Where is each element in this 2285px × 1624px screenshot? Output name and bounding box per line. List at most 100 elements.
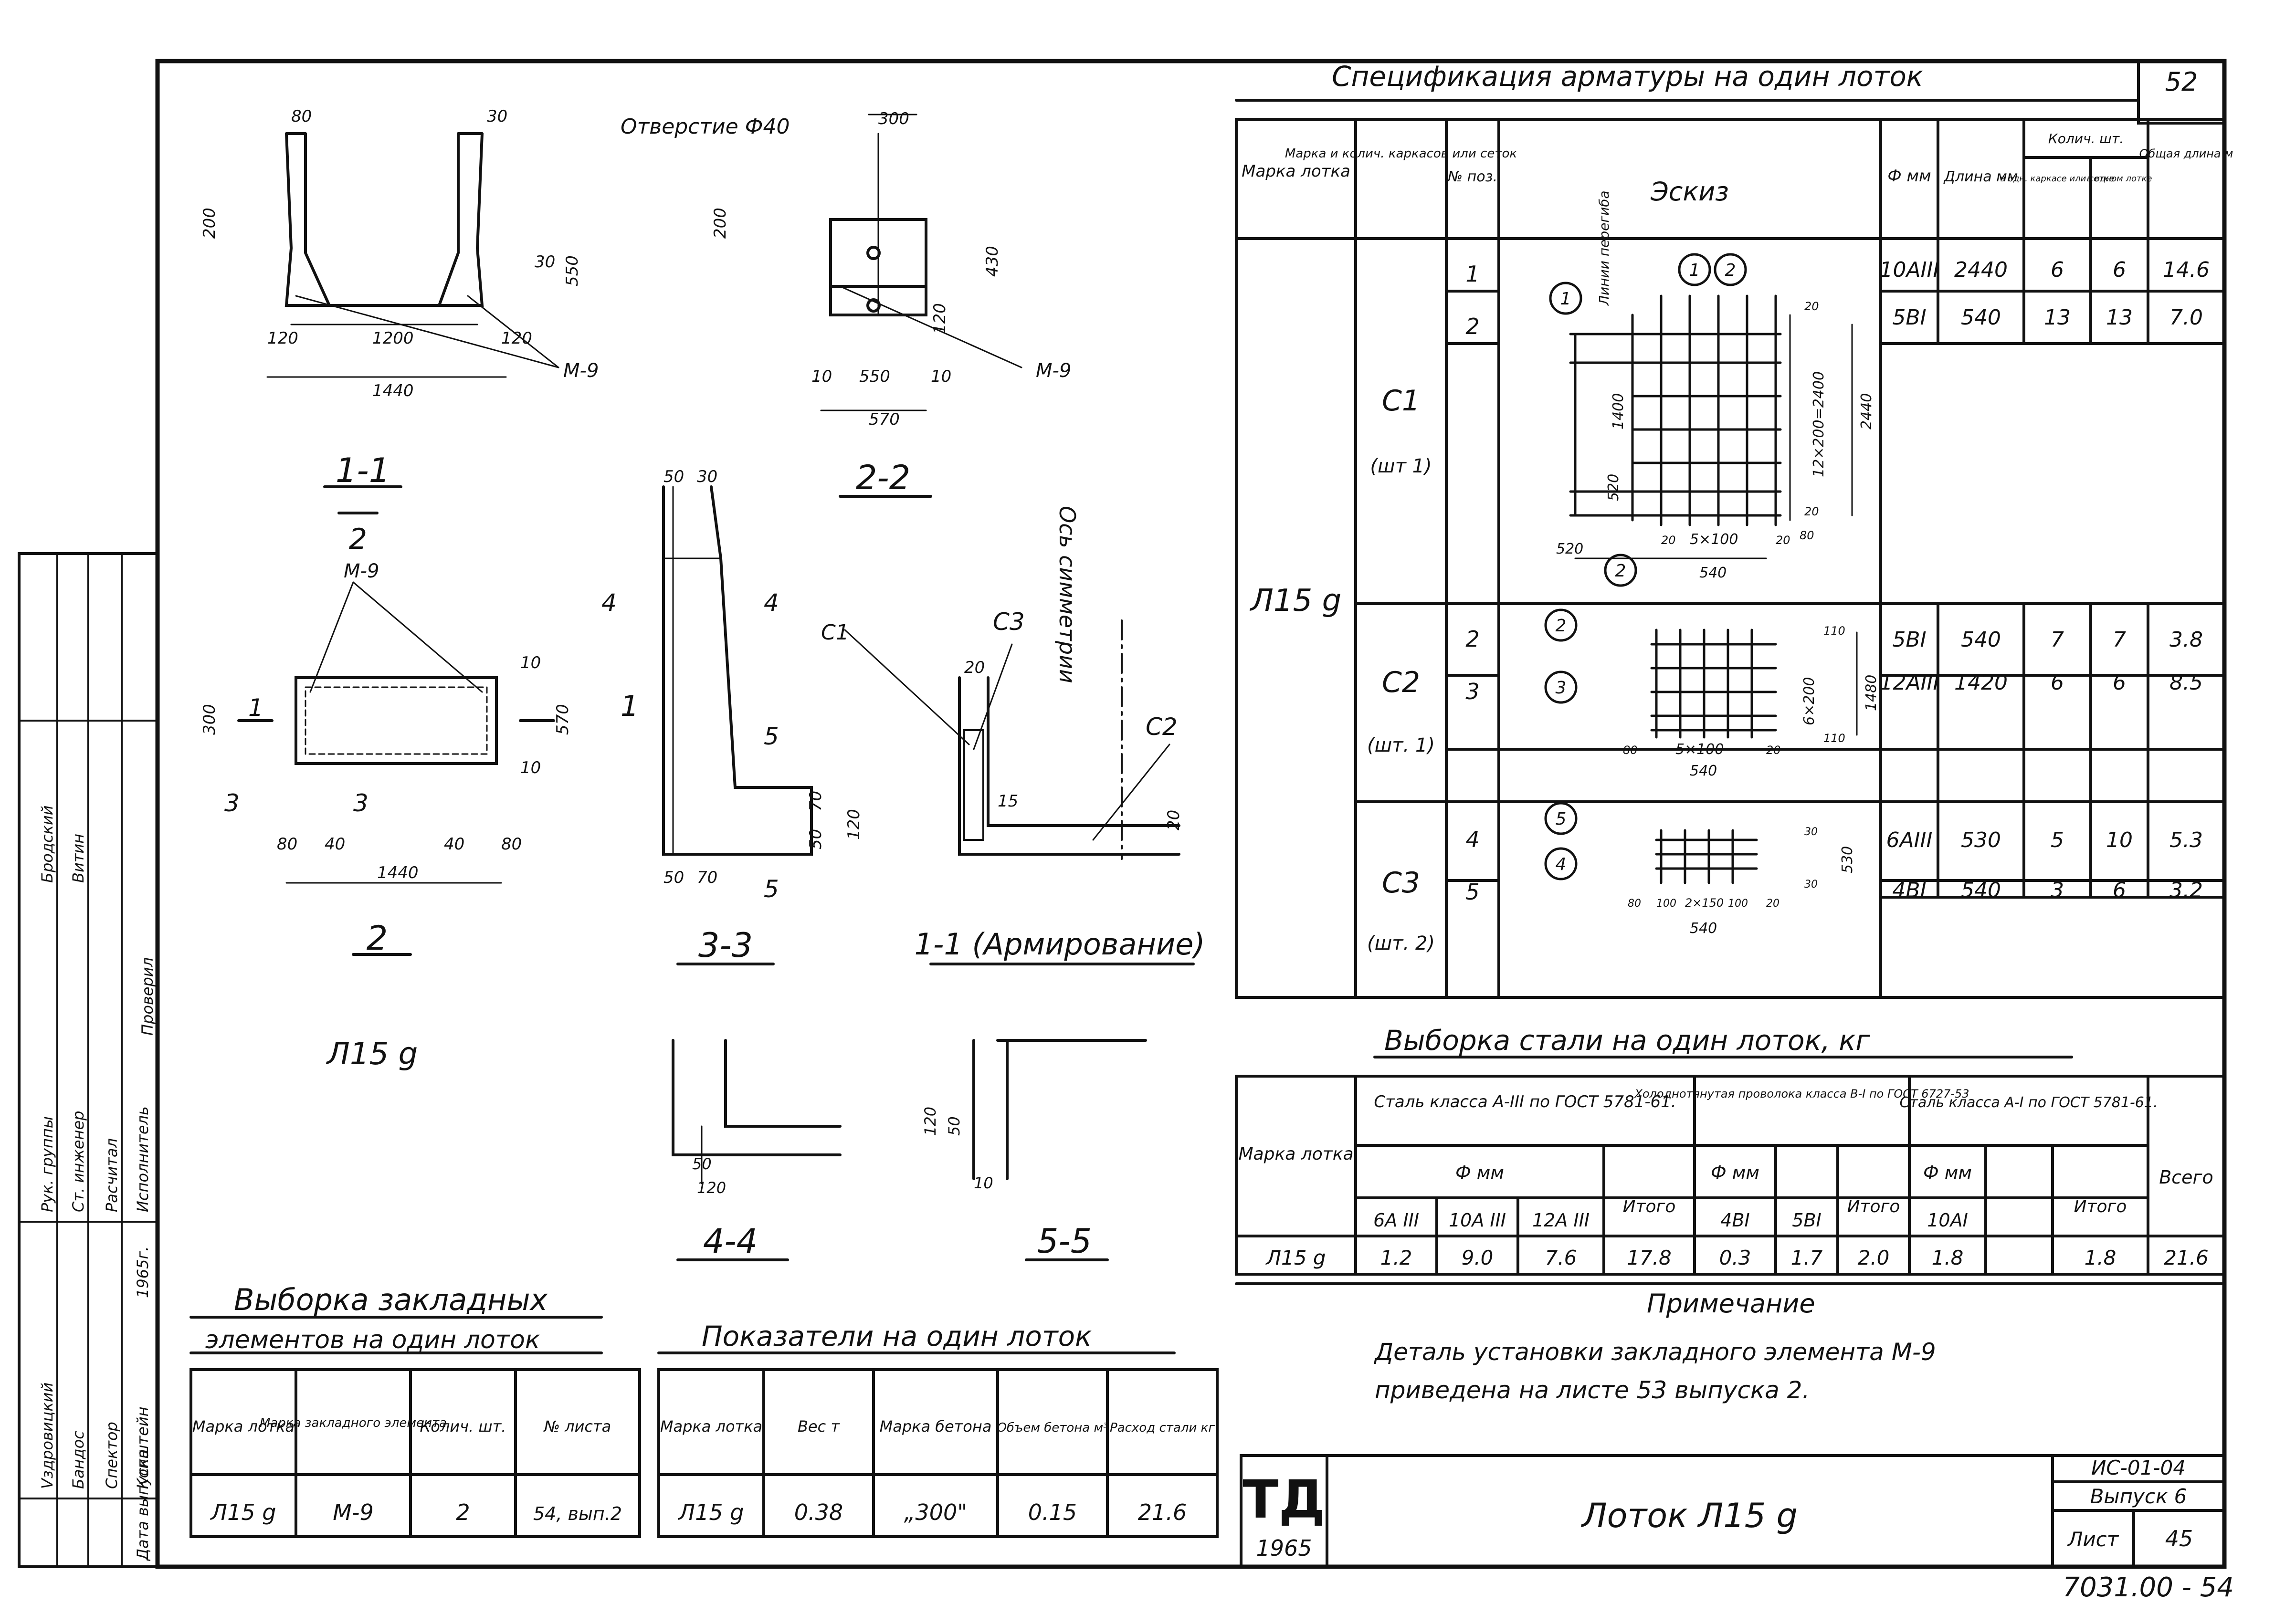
s33-dim-70b: 70 (697, 868, 717, 887)
embedded-table-title-2: элементов на один лоток (205, 1326, 540, 1354)
stamp-role-executor: Исполнитель (134, 1106, 152, 1212)
embedded-table-title-1: Выборка закладных (234, 1282, 548, 1317)
steel-row-total1: 17.8 (1627, 1246, 1672, 1269)
steel-row-brand: Л15 g (1265, 1246, 1326, 1269)
plan-cut-4a: 4 (601, 589, 617, 617)
stamp-role-group-lead: Рук. группы (38, 1116, 56, 1212)
section-5-5-title: 5-5 (1037, 1222, 1092, 1261)
s22-dim-430: 430 (983, 246, 1002, 277)
plan-cut-3b: 3 (353, 789, 369, 817)
embedded-table-grid (190, 1316, 641, 1538)
sheet-label: Лист (2067, 1528, 2119, 1551)
section-5-5-drawing (972, 1039, 1147, 1261)
embedded-header-qty: Колич. шт. (420, 1417, 506, 1435)
spec-q1-r5: 5 (2051, 828, 2064, 852)
s11-dim-120b: 120 (501, 329, 532, 348)
spec-cage-c1: С1 (1382, 384, 1420, 418)
spec-header-qty-one: в одн. каркасе или сетке (2001, 174, 2115, 184)
spec-total-r3: 3.8 (2169, 628, 2203, 652)
sketch-c1-dim-2400: 12×200=2400 (1811, 371, 1827, 477)
callout-1: 1 (1560, 289, 1571, 309)
steel-header-group3: Сталь класса А-I по ГОСТ 5781-61. (1899, 1094, 2158, 1111)
spec-cage-c3: С3 (1382, 866, 1420, 900)
spec-header-len: Длина мм (1943, 168, 2018, 185)
indicators-header-weight: Вес т (798, 1417, 840, 1435)
symmetry-axis-label: Ось симметрии (1054, 506, 1080, 683)
steel-header-group2: Холоднотянутая проволока класса В-I по Г… (1633, 1087, 1969, 1100)
spec-q2-r1: 6 (2113, 258, 2126, 282)
embedded-header-element: Марка закладного элемента (260, 1416, 447, 1430)
plan-title: 2 (367, 919, 388, 958)
spec-pos-r4: 3 (1465, 679, 1479, 704)
issue-number: Выпуск 6 (2090, 1485, 2187, 1508)
sketch-c1-dim-20c: 20 (1776, 534, 1790, 547)
sketch-c3-dim-80: 80 (1628, 898, 1641, 910)
s11-dim-80: 80 (291, 107, 312, 126)
embedded-row-qty: 2 (456, 1499, 470, 1525)
sketch-c2-dim-540: 540 (1690, 763, 1717, 779)
plan-cut-5a: 5 (764, 723, 779, 750)
sketch-c3-dim-530: 530 (1839, 846, 1856, 873)
spec-len-r3: 540 (1961, 628, 2001, 652)
sketch-c3-dim-2x150: 2×150 (1685, 896, 1724, 910)
callout-1b: 1 (1689, 261, 1700, 280)
arm-dim-15: 15 (998, 792, 1018, 811)
s11-dim-120a: 120 (267, 329, 298, 348)
stamp-role-calculated: Расчитал (103, 1138, 121, 1212)
spec-q2-r4: 6 (2113, 671, 2126, 695)
sketch-c2-dim-80: 80 (1623, 744, 1638, 757)
s11-dim-30b: 30 (535, 252, 555, 272)
callout-4: 4 (1556, 855, 1567, 874)
s11-dim-30: 30 (487, 107, 507, 126)
plan-cut-3a: 3 (224, 789, 240, 817)
plan-dim-80a: 80 (277, 835, 297, 854)
callout-5: 5 (1556, 809, 1567, 829)
steel-row-total2: 2.0 (1858, 1246, 1890, 1269)
spec-header-cage: Марка и колич. каркасов или сеток (1285, 147, 1517, 161)
institute-logo: ТД (1243, 1469, 1325, 1530)
spec-header-total-len: Общая длина м (2139, 147, 2233, 160)
s22-dim-10a: 10 (811, 367, 832, 386)
steel-sub-10aiii: 10А III (1449, 1210, 1506, 1231)
spec-pos-r5: 4 (1465, 827, 1479, 852)
stamp-name-1: Бродский (38, 806, 56, 883)
sketch-c1-dim-520h: 520 (1556, 541, 1583, 557)
sketch-c1-dim-80: 80 (1800, 529, 1814, 542)
spec-q1-r4: 6 (2051, 671, 2064, 695)
arm-dim-20b: 20 (1164, 810, 1183, 830)
indicators-row-steel-usage: 21.6 (1138, 1499, 1187, 1525)
steel-sub-6aiii: 6А III (1373, 1210, 1419, 1231)
stamp-role-b: Бандос (69, 1431, 87, 1489)
spec-cage-c3-qty: (шт. 2) (1367, 932, 1435, 954)
steel-sub-5bi: 5ВI (1792, 1210, 1821, 1231)
steel-dia-label-1: Ф мм (1455, 1162, 1504, 1183)
spec-header-pos: № поз. (1447, 168, 1497, 185)
spec-pos-r3: 2 (1465, 626, 1479, 652)
s22-dim-200: 200 (711, 208, 730, 239)
indicators-row-concrete-grade: „300" (904, 1499, 968, 1525)
steel-row-10aiii: 9.0 (1462, 1246, 1494, 1269)
s33-dim-50c: 50 (663, 868, 684, 887)
indicators-table-title: Показатели на один лоток (702, 1320, 1092, 1352)
section-2-2-drawing (820, 114, 1022, 498)
spec-cage-c1-qty: (шт 1) (1370, 455, 1432, 477)
section-1-1-drawing (266, 132, 559, 514)
plan-dim-1440: 1440 (377, 863, 419, 882)
steel-row-5bi: 1.7 (1791, 1246, 1823, 1269)
spec-table-grid (1235, 60, 2226, 999)
indicators-table-grid (657, 1352, 1219, 1538)
spec-dia-r2: 5ВI (1892, 305, 1926, 330)
sketch-c1-dim-540: 540 (1699, 565, 1727, 581)
s55-dim-120: 120 (921, 1107, 939, 1136)
s33-dim-50b: 50 (806, 829, 825, 849)
s22-dim-550: 550 (859, 367, 890, 386)
steel-dia-label-2: Ф мм (1711, 1162, 1759, 1183)
spec-total-r6: 3.2 (2169, 878, 2203, 902)
spec-cage-c2-qty: (шт. 1) (1367, 734, 1435, 756)
section-1-1-ref: 2 (349, 523, 367, 556)
steel-sub-12aiii: 12А III (1532, 1210, 1590, 1231)
spec-header-dia: Ф мм (1887, 167, 1931, 186)
spec-cage-c2: С2 (1382, 666, 1420, 699)
spec-header-qty-all: в одном лотке (2087, 174, 2152, 184)
